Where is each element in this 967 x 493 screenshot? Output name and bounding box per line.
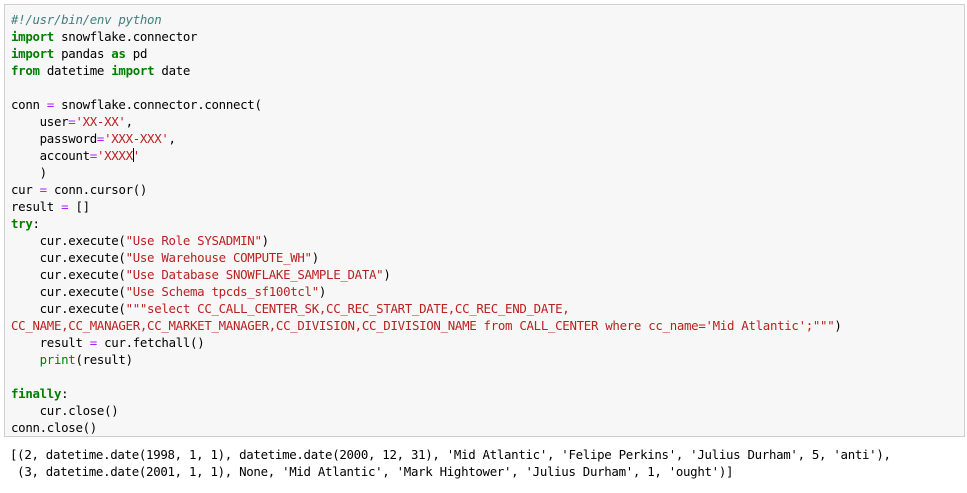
function-call: cur.execute(: [39, 301, 126, 316]
cell-output: [(2, datetime.date(1998, 1, 1), datetime…: [10, 446, 891, 480]
string-literal: "Use Database SNOWFLAKE_SAMPLE_DATA": [125, 267, 384, 282]
string-literal: ': [132, 148, 140, 163]
string-literal: "Use Schema tpcds_sf100tcl": [125, 284, 320, 299]
keyword: as: [111, 46, 126, 61]
string-literal: CC_NAME,CC_MANAGER,CC_MARKET_MANAGER,CC_…: [11, 318, 835, 333]
function-call: conn.close(): [11, 420, 97, 435]
string-literal: 'XX-XX': [75, 114, 126, 129]
keyword: finally: [11, 386, 62, 401]
builtin-function: print: [39, 352, 76, 367]
output-line: [(2, datetime.date(1998, 1, 1), datetime…: [10, 447, 891, 462]
string-literal: "Use Warehouse COMPUTE_WH": [125, 250, 312, 265]
shebang-comment: #!/usr/bin/env python: [11, 12, 162, 27]
operator: =: [68, 114, 76, 129]
identifier: conn: [11, 97, 40, 112]
string-literal: 'XXX-XXX': [104, 131, 169, 146]
list-literal: []: [75, 199, 90, 214]
keyword: from: [11, 63, 40, 78]
text-cursor: [132, 148, 134, 162]
operator: =: [89, 335, 97, 350]
function-call: snowflake.connector.connect(: [61, 97, 262, 112]
operator: =: [89, 148, 97, 163]
operator: =: [96, 131, 105, 146]
punctuation: ): [39, 165, 47, 180]
keyword: try: [11, 216, 33, 231]
function-call: cur.execute(: [39, 267, 126, 282]
argument-name: password: [39, 131, 98, 146]
string-literal: "Use Role SYSADMIN": [125, 233, 262, 248]
import-name: date: [161, 63, 191, 78]
operator: =: [46, 97, 54, 112]
argument-name: user: [39, 114, 69, 129]
identifier: result: [39, 335, 83, 350]
keyword: import: [111, 63, 155, 78]
function-call: cur.close(): [39, 403, 119, 418]
function-call: cur.execute(: [39, 233, 126, 248]
string-literal: """select CC_CALL_CENTER_SK,CC_REC_START…: [125, 301, 570, 316]
identifier: result: [11, 199, 54, 214]
operator: =: [39, 182, 47, 197]
code-editor[interactable]: #!/usr/bin/env python import snowflake.c…: [11, 12, 842, 435]
module-name: pandas: [61, 46, 105, 61]
module-name: snowflake.connector: [61, 29, 198, 44]
operator: =: [61, 199, 69, 214]
argument-name: account: [39, 148, 90, 163]
identifier: cur: [11, 182, 33, 197]
keyword: import: [11, 46, 54, 61]
keyword: import: [11, 29, 54, 44]
module-name: datetime: [46, 63, 105, 78]
function-call: cur.execute(: [39, 250, 126, 265]
function-call: cur.execute(: [39, 284, 126, 299]
function-args: (result): [75, 352, 133, 367]
code-cell-input[interactable]: #!/usr/bin/env python import snowflake.c…: [4, 4, 965, 437]
alias-name: pd: [132, 46, 148, 61]
string-literal: 'XXXX: [96, 148, 133, 163]
function-call: cur.fetchall(): [104, 335, 205, 350]
output-line: (3, datetime.date(2001, 1, 1), None, 'Mi…: [10, 464, 734, 479]
function-call: conn.cursor(): [54, 182, 148, 197]
